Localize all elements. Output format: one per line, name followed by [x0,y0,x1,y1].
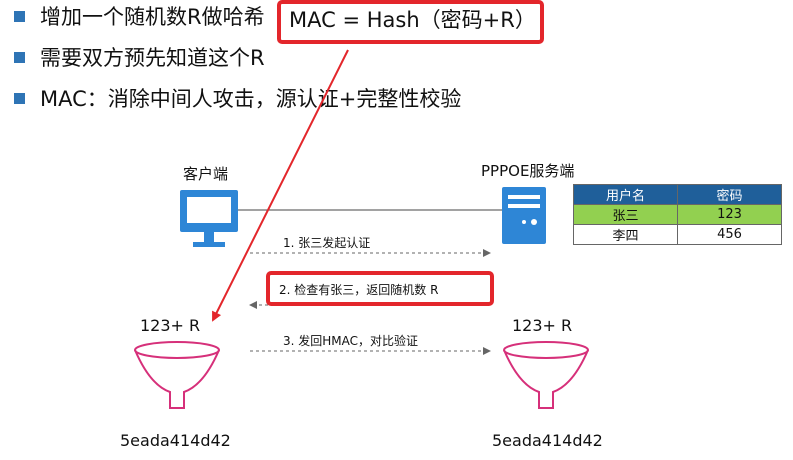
step-3-label: 3. 发回HMAC，对比验证 [283,334,419,348]
table-cell: 张三 [573,204,678,225]
hash-funnel-icon [134,341,220,409]
server-hash-output: 5eada414d42 [492,431,603,450]
red-pointer-arrow [212,49,349,322]
table-cell: 123 [677,204,782,225]
table-header-username: 用户名 [573,184,678,205]
bullet-marker [14,93,25,104]
table-cell: 456 [677,224,782,245]
bullet-marker [14,52,25,63]
client-hash-input: 123+ R [140,316,201,335]
formula-highlight-box [277,0,544,44]
user-password-table: 用户名 密码 张三 123 李四 456 [573,184,782,245]
bullet-text-2: 需要双方预先知道这个R [40,46,265,70]
table-row: 张三 123 [573,204,782,225]
computer-icon [180,190,238,247]
bullet-marker [14,11,25,22]
step-1-label: 1. 张三发起认证 [283,236,371,250]
server-icon [502,187,546,244]
table-cell: 李四 [573,224,678,245]
step-2-label: 2. 检查有张三，返回随机数 R [279,283,439,297]
client-label: 客户端 [183,165,229,183]
server-hash-input: 123+ R [512,316,573,335]
table-row: 李四 456 [573,224,782,245]
bullet-text-1: 增加一个随机数R做哈希 [40,5,265,29]
bullet-text-3: MAC：消除中间人攻击，源认证+完整性校验 [40,87,462,111]
formula-text: MAC = Hash（密码+R） [289,8,536,32]
hash-funnel-icon [503,341,589,409]
step-2-highlight-box [266,271,494,306]
client-hash-output: 5eada414d42 [120,431,231,450]
table-header-password: 密码 [677,184,782,205]
server-label: PPPOE服务端 [481,162,575,180]
